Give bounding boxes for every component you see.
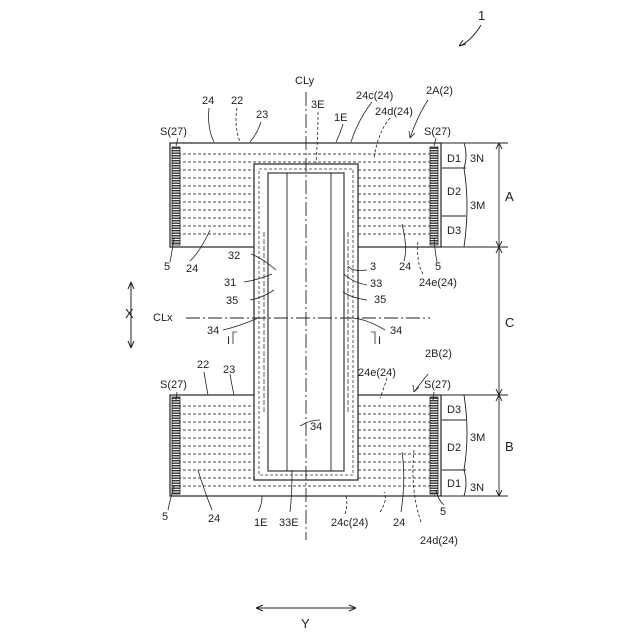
label-s27-top-right: S(27) <box>424 126 451 138</box>
label-i-left: I <box>227 335 230 347</box>
label-34-center: 34 <box>310 421 322 433</box>
label-5-back-left: 5 <box>162 511 168 523</box>
label-d1-back: D1 <box>447 478 461 490</box>
label-5-front-left: 5 <box>164 261 170 273</box>
label-d3-front: D3 <box>447 225 461 237</box>
label-31: 31 <box>224 277 236 289</box>
label-24c-back: 24c(24) <box>331 517 368 529</box>
label-24d-top: 24d(24) <box>375 106 413 118</box>
label-5-front-right: 5 <box>435 261 441 273</box>
side-seal-left-back <box>172 397 180 494</box>
label-cly: CLy <box>295 75 315 87</box>
label-24e-back: 24e(24) <box>358 367 396 379</box>
label-region-c: C <box>505 315 514 330</box>
label-33: 33 <box>370 278 382 290</box>
label-s27-top-left: S(27) <box>160 126 187 138</box>
label-2a: 2A(2) <box>426 85 453 97</box>
side-seal-left-front <box>172 147 180 245</box>
label-2b: 2B(2) <box>425 348 452 360</box>
label-3m-back: 3M <box>470 432 485 444</box>
label-d2-front: D2 <box>447 186 461 198</box>
label-24-back-right: 24 <box>393 517 405 529</box>
label-34-left: 34 <box>207 325 219 337</box>
label-22-top: 22 <box>231 95 243 107</box>
figure-number-arrow <box>459 25 481 46</box>
label-24d-back: 24d(24) <box>420 535 458 547</box>
y-direction-arrow <box>256 605 356 611</box>
label-s27-back-left: S(27) <box>160 379 187 391</box>
label-3e: 3E <box>311 99 324 111</box>
label-24-back-left: 24 <box>208 513 220 525</box>
label-24c-top: 24c(24) <box>356 90 393 102</box>
label-22-back: 22 <box>197 359 209 371</box>
side-seal-right-front <box>430 147 438 245</box>
label-24e-front: 24e(24) <box>419 277 457 289</box>
label-32: 32 <box>228 250 240 262</box>
label-s27-back-right: S(27) <box>424 379 451 391</box>
label-region-a: A <box>505 189 514 204</box>
label-34-right: 34 <box>390 325 402 337</box>
figure-number: 1 <box>478 8 485 23</box>
label-24-top: 24 <box>202 95 214 107</box>
label-d2-back: D2 <box>447 442 461 454</box>
label-1e-top: 1E <box>334 112 347 124</box>
label-35-right: 35 <box>374 294 386 306</box>
label-i-right: I <box>378 335 381 347</box>
label-33e: 33E <box>279 517 299 529</box>
label-d3-back: D3 <box>447 404 461 416</box>
label-clx: CLx <box>153 312 173 324</box>
side-seal-right-back <box>430 397 438 494</box>
label-3n-front: 3N <box>470 153 484 165</box>
label-axis-x: X <box>125 306 134 321</box>
label-axis-y: Y <box>301 616 310 631</box>
label-region-b: B <box>505 439 514 454</box>
label-3m-front: 3M <box>470 200 485 212</box>
label-5-back-right: 5 <box>440 506 446 518</box>
label-3n-back: 3N <box>470 482 484 494</box>
label-d1-front: D1 <box>447 153 461 165</box>
label-23-back: 23 <box>223 364 235 376</box>
label-3: 3 <box>370 261 376 273</box>
label-35-left: 35 <box>226 295 238 307</box>
label-24-front-right: 24 <box>399 261 411 273</box>
label-24-front-left: 24 <box>186 263 198 275</box>
label-23-top: 23 <box>256 109 268 121</box>
label-1e-back: 1E <box>254 517 267 529</box>
